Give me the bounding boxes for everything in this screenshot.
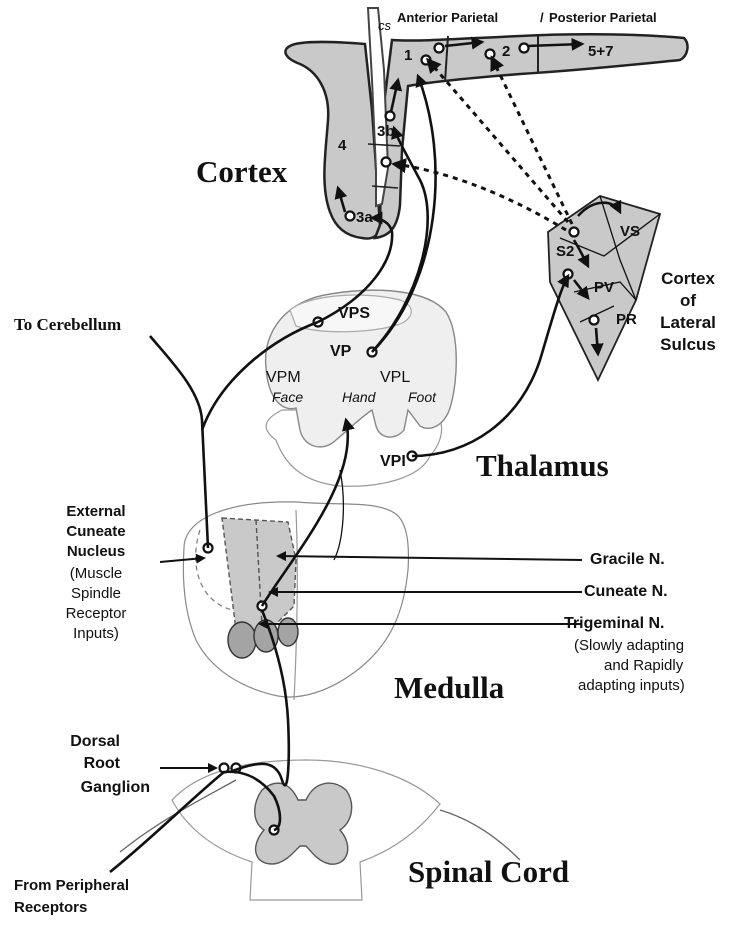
dashed-s2-to-area1	[428, 60, 568, 222]
region-divider-slash: /	[540, 10, 544, 25]
anterior-parietal-label: Anterior Parietal	[397, 10, 498, 25]
ext-cuneate-to-cerebellum	[150, 336, 208, 548]
ext-cuneate-line2: Cuneate	[66, 523, 125, 540]
neuron-3a	[346, 212, 355, 221]
medulla-title: Medulla	[394, 670, 505, 705]
pyramid-left	[228, 622, 256, 658]
peripheral-line2: Receptors	[14, 899, 87, 916]
ext-cuneate-line4: (Muscle	[70, 565, 123, 582]
area-2-label: 2	[502, 43, 510, 60]
cuneate-label: Cuneate N.	[584, 583, 668, 600]
area-3a-label: 3a	[356, 209, 373, 226]
drg-line2: Root	[84, 755, 121, 772]
body-hand-label: Hand	[342, 389, 377, 405]
area-5-7-label: 5+7	[588, 43, 613, 60]
gracile-label: Gracile N.	[590, 551, 665, 568]
spinal-cord-title: Spinal Cord	[408, 854, 569, 889]
area-pr-label: PR	[616, 311, 637, 328]
dashed-s2-to-area2	[492, 58, 572, 224]
lateral-title-2: of	[680, 291, 696, 310]
trigeminal-line3: and Rapidly	[604, 657, 684, 674]
cortex-title: Cortex	[196, 154, 288, 189]
ext-cuneate-line7: Inputs)	[73, 625, 119, 642]
neuron-3b-lower	[382, 158, 391, 167]
medulla-region: External Cuneate Nucleus (Muscle Spindle…	[66, 502, 685, 705]
thalamus-title: Thalamus	[476, 448, 609, 483]
ext-cuneate-line6: Receptor	[66, 605, 127, 622]
spinal-cord-region: Dorsal Root Ganglion From Peripheral Rec…	[14, 733, 569, 916]
area-3b-label: 3b	[377, 123, 395, 140]
area-s2-label: S2	[556, 243, 574, 260]
nucleus-vp-label: VP	[330, 343, 352, 360]
neuron-s2	[570, 228, 579, 237]
pyramid-right	[278, 618, 298, 646]
neuron-area1	[435, 44, 444, 53]
area-pv-label: PV	[594, 279, 614, 296]
body-face-label: Face	[272, 389, 303, 405]
ext-cuneate-line5: Spindle	[71, 585, 121, 602]
nucleus-vpi-label: VPI	[380, 453, 406, 470]
drg-line1: Dorsal	[70, 733, 120, 750]
body-foot-label: Foot	[408, 389, 437, 405]
posterior-parietal-label: Posterior Parietal	[549, 10, 657, 25]
trigeminal-line2: (Slowly adapting	[574, 637, 684, 654]
peripheral-line1: From Peripheral	[14, 877, 129, 894]
lateral-sulcus-region: S2 VS PV PR Cortex of Lateral Sulcus	[548, 196, 716, 380]
thalamus-region: VPS VP VPM VPL VPI Face Hand Foot Thalam…	[266, 290, 609, 486]
neuron-pr	[590, 316, 599, 325]
lateral-title-1: Cortex	[661, 269, 715, 288]
nucleus-vpm-label: VPM	[266, 369, 301, 386]
spinal-nerve-line-2	[440, 810, 520, 860]
lateral-title-4: Sulcus	[660, 335, 716, 354]
lateral-title-3: Lateral	[660, 313, 716, 332]
trigeminal-line4: adapting inputs)	[578, 677, 685, 694]
to-cerebellum-label: To Cerebellum	[14, 315, 121, 334]
neuron-area2	[486, 50, 495, 59]
drg-line3: Ganglion	[81, 779, 150, 796]
area-1-label: 1	[404, 47, 412, 64]
dashed-s2-to-3b	[394, 164, 566, 230]
area-4-label: 4	[338, 137, 347, 154]
neuron-3b	[386, 112, 395, 121]
neuron-area5	[520, 44, 529, 53]
area-vs-label: VS	[620, 223, 640, 240]
ext-cuneate-line3: Nucleus	[67, 543, 125, 560]
nucleus-vpl-label: VPL	[380, 369, 410, 386]
ext-cuneate-line1: External	[66, 503, 125, 520]
central-sulcus-label: cs	[378, 18, 392, 33]
trigeminal-label: Trigeminal N.	[564, 615, 664, 632]
